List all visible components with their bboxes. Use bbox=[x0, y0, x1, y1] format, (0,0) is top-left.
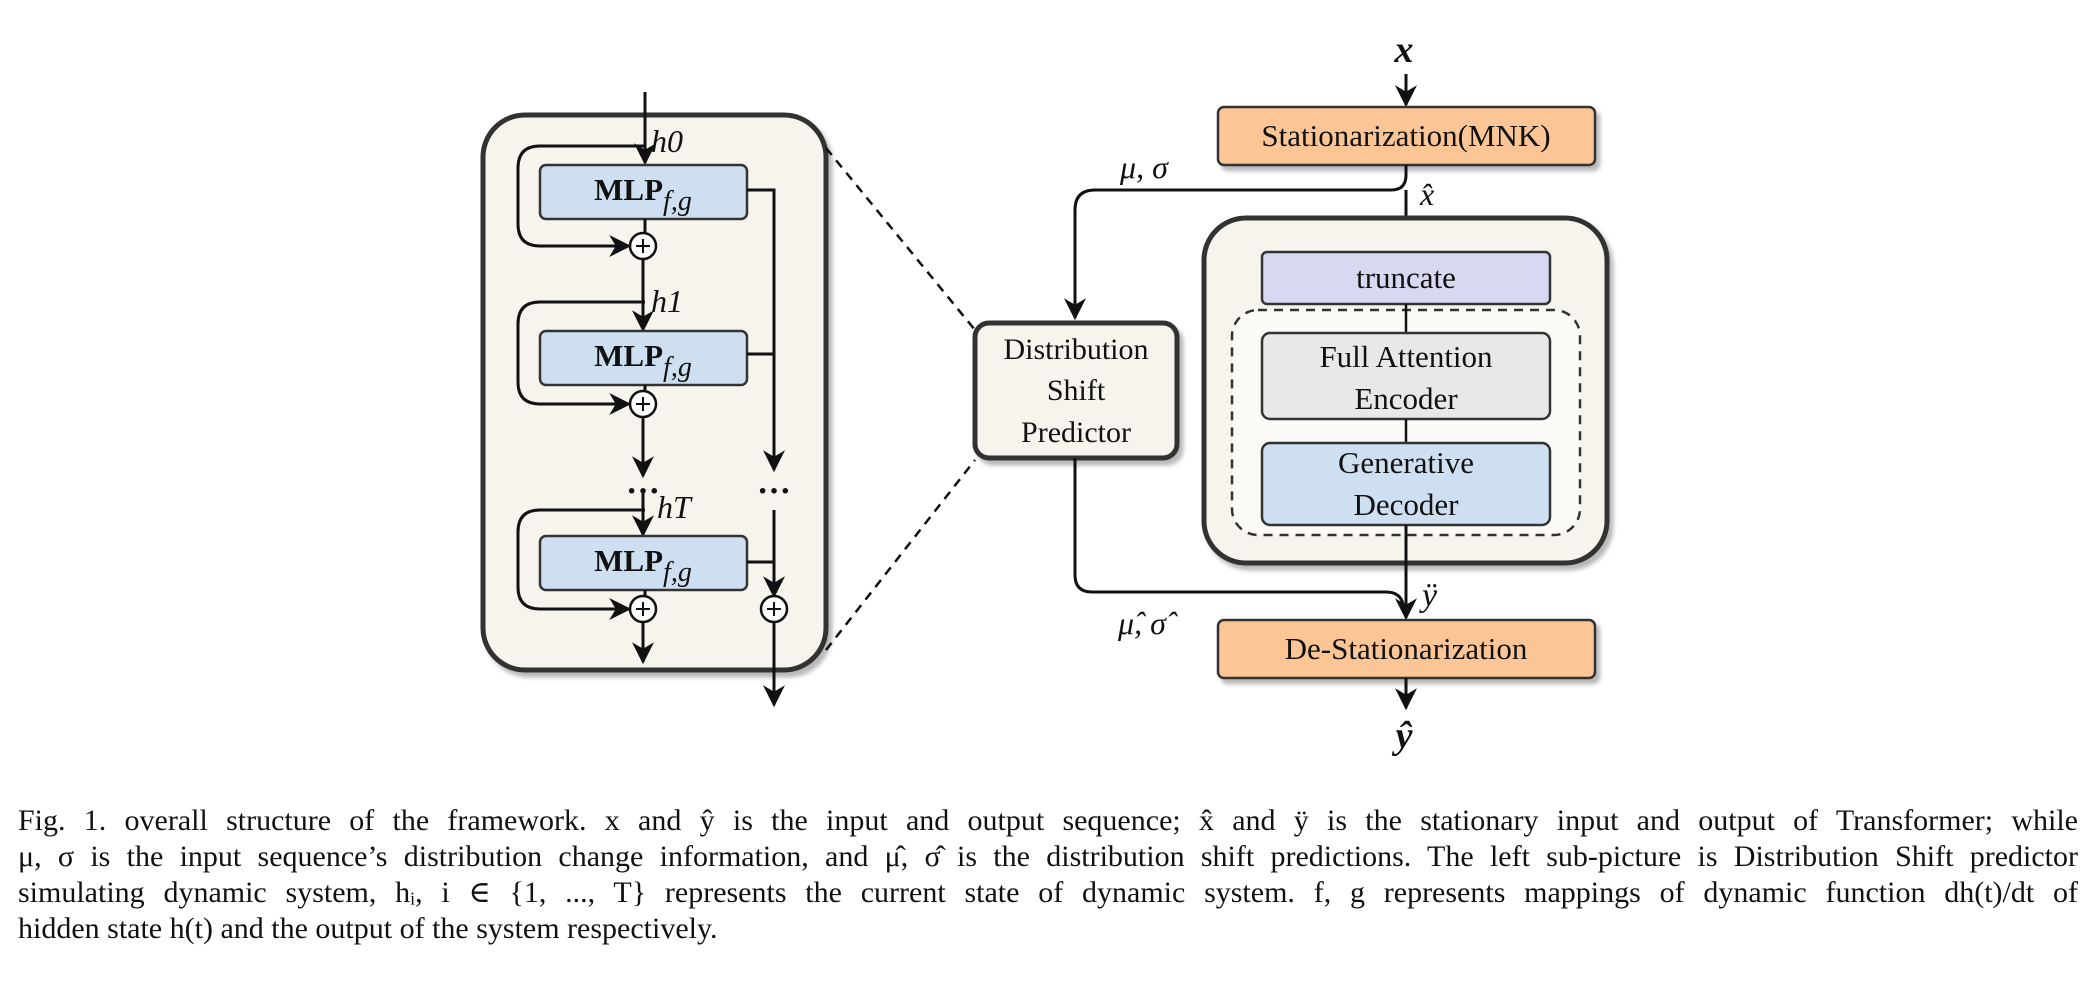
decoder-line-1: Generative bbox=[1338, 445, 1474, 480]
mlp-block-t: MLPf,g hT bbox=[516, 489, 789, 708]
ellipsis-right: ··· bbox=[757, 473, 791, 510]
destationarization-label: De-Stationarization bbox=[1285, 631, 1528, 666]
dsp-line-3: Predictor bbox=[1021, 416, 1131, 449]
stats-label: μ, σ bbox=[1119, 149, 1169, 185]
zoom-line-bottom bbox=[825, 459, 976, 651]
framework-diagram: MLPf,g h0 MLPf,g h1 ··· ··· MLPf,g hT bbox=[480, 29, 1610, 757]
encoder-line-2: Encoder bbox=[1354, 381, 1458, 416]
caption-line-1: Fig. 1. overall structure of the framewo… bbox=[18, 804, 2078, 837]
mlp-label: MLP bbox=[594, 543, 663, 578]
destationarization-block: De-Stationarization bbox=[1216, 618, 1597, 680]
figure-caption: Fig. 1. overall structure of the framewo… bbox=[18, 803, 2078, 947]
mlp-block-1: MLPf,g h0 bbox=[516, 92, 785, 473]
h1-label: h1 bbox=[651, 283, 683, 319]
truncate-block: truncate bbox=[1260, 250, 1552, 306]
mlp-label: MLP bbox=[594, 338, 663, 373]
stationarization-block: Stationarization(MNK) bbox=[1216, 105, 1597, 167]
svg-text:MLPf,g: MLPf,g bbox=[594, 172, 692, 217]
decoder-line-2: Decoder bbox=[1354, 487, 1460, 522]
stationarization-label: Stationarization(MNK) bbox=[1261, 118, 1550, 153]
distribution-shift-predictor: Distribution Shift Predictor bbox=[972, 320, 1180, 461]
mlp-subscript: f,g bbox=[663, 186, 692, 217]
h0-label: h0 bbox=[651, 123, 683, 159]
stats-path bbox=[1064, 165, 1408, 321]
caption-line-4: hidden state h(t) and the output of the … bbox=[18, 912, 718, 945]
mlp-block-2: MLPf,g h1 bbox=[516, 283, 774, 479]
mlp-subscript: f,g bbox=[663, 557, 692, 588]
caption-line-3: simulating dynamic system, hᵢ, i ∈ {1, .… bbox=[18, 876, 2078, 909]
input-x-label: x bbox=[1394, 29, 1414, 71]
dsp-line-2: Shift bbox=[1047, 374, 1106, 407]
zoom-line-top bbox=[825, 147, 976, 331]
svg-text:MLPf,g: MLPf,g bbox=[594, 543, 692, 588]
ht-label: hT bbox=[657, 489, 693, 525]
encoder-line-1: Full Attention bbox=[1319, 339, 1493, 374]
mlp-label: MLP bbox=[594, 172, 663, 207]
stationary-input-label: x̂ bbox=[1419, 176, 1434, 212]
output-y-label: ŷ bbox=[1392, 715, 1413, 757]
decoder-block: Generative Decoder bbox=[1260, 441, 1552, 527]
truncate-label: truncate bbox=[1356, 260, 1456, 295]
dsp-line-1: Distribution bbox=[1003, 333, 1148, 366]
mlp-subscript: f,g bbox=[663, 352, 692, 383]
pred-stats-label: μ̂, σ̂ bbox=[1117, 605, 1178, 641]
stationary-output-label: ÿ bbox=[1419, 577, 1438, 614]
dsp-detail-panel bbox=[480, 112, 829, 673]
svg-text:MLPf,g: MLPf,g bbox=[594, 338, 692, 383]
encoder-block: Full Attention Encoder bbox=[1260, 331, 1552, 421]
caption-line-2: μ, σ is the input sequence’s distributio… bbox=[18, 840, 2078, 873]
pred-stats-path bbox=[1073, 458, 1405, 605]
